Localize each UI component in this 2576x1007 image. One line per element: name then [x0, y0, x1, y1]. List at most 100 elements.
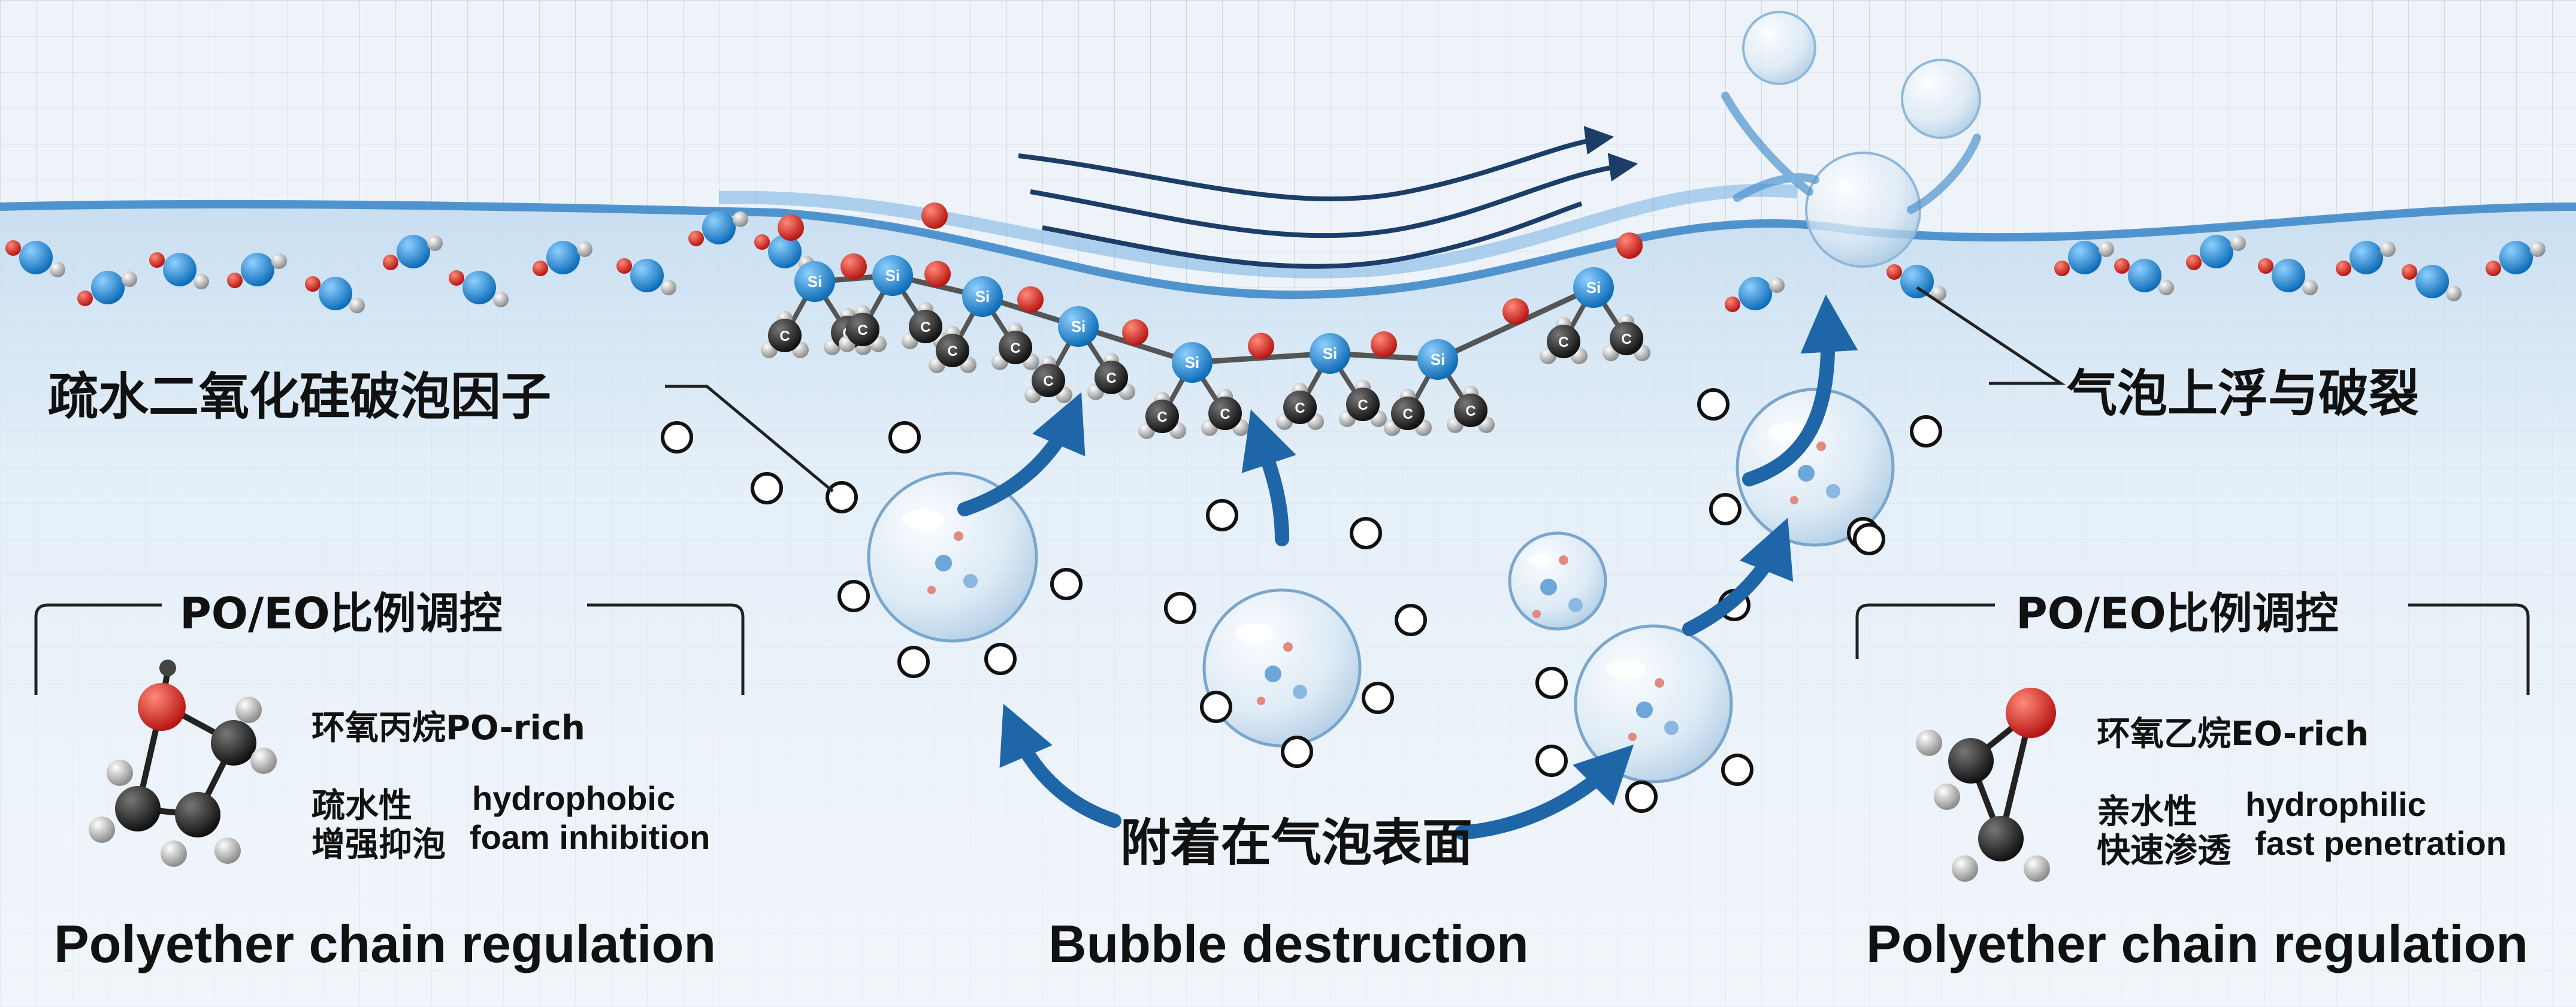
silicon-symbol: Si [1071, 317, 1086, 335]
arrow-attach-left [999, 703, 1121, 828]
hydrophobic-particle [1625, 781, 1658, 813]
oxygen-atom [1122, 319, 1148, 346]
left-property-1-cn: 疏水性 [312, 787, 412, 825]
hydrophobic-particle [1697, 388, 1730, 421]
water-molecule [149, 252, 209, 289]
right-molecule-name: 环氧乙烷EO-rich [2097, 715, 2369, 754]
hydrophobic-particle [1281, 736, 1313, 768]
carbon-symbol: C [1043, 373, 1053, 389]
silicon-atom [794, 261, 835, 302]
arrow-bubble4-up [1742, 294, 1858, 486]
water-molecule [2114, 258, 2174, 295]
hydrophobic-silica-defoamer-chain: CCSiCCSiCCSiCCSiCCSiCCSiCCSiCCSi [761, 202, 1650, 439]
hydrophobic-particle [751, 472, 783, 504]
silicon-symbol: Si [1431, 350, 1446, 368]
hydrophobic-particle [1535, 667, 1568, 699]
left-panel-footer: Polyether chain regulation [54, 914, 716, 973]
carbon-atom [1547, 325, 1580, 358]
hydrophobic-particle [984, 643, 1017, 675]
surface-flow-lines [1018, 126, 1638, 269]
carbon-symbol: C [1220, 406, 1230, 422]
bubble [1508, 531, 1607, 631]
left-property-1-en: hydrophobic [472, 779, 676, 817]
carbon-atom [1346, 388, 1380, 421]
carbon-symbol: C [857, 322, 867, 338]
left-property-2: 增强抑泡 foam inhibition [312, 818, 710, 866]
oxygen-atom [1502, 298, 1529, 325]
carbon-atom [1145, 400, 1179, 433]
oxygen-atom [840, 253, 867, 280]
process-arrows [957, 294, 1858, 840]
arrow-bubble1-up [957, 392, 1086, 516]
water-molecule [449, 270, 509, 307]
water-molecule [5, 240, 65, 277]
carbon-atom [1208, 397, 1242, 430]
silicon-atom [1310, 333, 1350, 374]
hydrophobic-particle [1709, 493, 1741, 525]
left-property-1: 疏水性 hydrophobic [312, 779, 675, 827]
silicon-symbol: Si [1323, 344, 1338, 362]
silicon-symbol: Si [1185, 353, 1200, 371]
carbon-atom [909, 310, 942, 343]
right-property-2-en: fast penetration [2255, 824, 2507, 862]
hydrophobic-particle [1200, 691, 1232, 723]
right-property-2-cn: 快速渗透 [2097, 831, 2231, 870]
hydrophobic-particle [837, 580, 870, 612]
carbon-symbol: C [1106, 370, 1116, 386]
oxygen-atom [778, 214, 804, 241]
arrow-bubble3-up [1682, 518, 1794, 636]
carbon-symbol: C [1357, 397, 1368, 413]
carbon-atom [1391, 397, 1425, 430]
hydrophobic-particle [1910, 415, 1942, 447]
water-molecule [2486, 241, 2545, 276]
left-property-2-en: foam inhibition [470, 818, 710, 856]
oxygen-atom [924, 261, 951, 288]
hydrophobic-particle [1206, 499, 1238, 531]
carbon-symbol: C [1558, 334, 1568, 350]
hydrophobic-particle [1050, 568, 1083, 600]
water-molecule [2336, 241, 2396, 276]
water-molecule [227, 253, 287, 288]
left-panel-title: PO/EO比例调控 [180, 588, 503, 639]
carbon-atom [1610, 322, 1643, 355]
carbon-atom [936, 334, 969, 367]
hydrophobic-particle [1362, 682, 1394, 714]
defoamer-factor-label: 疏水二氧化硅破泡因子 [48, 367, 552, 426]
right-panel-footer: Polyether chain regulation [1866, 914, 2529, 973]
carbon-atom [999, 331, 1032, 364]
left-property-2-cn: 增强抑泡 [312, 825, 446, 864]
hydrophobic-particle [888, 421, 921, 453]
water-molecule [2186, 235, 2246, 270]
oxygen-atom [921, 202, 948, 229]
bubble [1574, 624, 1733, 784]
water-molecule [305, 276, 365, 313]
oxygen-atom [1616, 232, 1643, 259]
oxygen-atom [1371, 331, 1397, 358]
hydrophobic-particle [1853, 523, 1885, 555]
carbon-atom [1032, 364, 1065, 397]
hydrophobic-particle [1350, 517, 1382, 549]
carbon-atom [1095, 361, 1128, 394]
attach-surface-label: 附着在气泡表面 [1120, 814, 1473, 872]
oxygen-atom [1017, 286, 1044, 313]
carbon-symbol: C [920, 319, 930, 335]
water-molecule [1886, 264, 1946, 301]
water-surface-highlight [718, 183, 1798, 279]
hydrophobic-particle [826, 481, 858, 513]
water-molecule [77, 271, 137, 306]
water-molecule [2258, 258, 2318, 295]
silicon-symbol: Si [885, 267, 900, 285]
silicon-atom [872, 255, 913, 296]
water-molecule [616, 258, 676, 295]
bubble-destruction-label: Bubble destruction [1048, 914, 1529, 973]
water-surface-line [0, 199, 2576, 300]
leader-lines [665, 286, 2066, 492]
bubble [867, 471, 1038, 643]
silicon-atom [1417, 339, 1458, 380]
bubble-rise-label: 气泡上浮与破裂 [2067, 364, 2420, 423]
hydrophobic-particle [1721, 754, 1753, 786]
hydrophobic-particle [897, 646, 930, 678]
carbon-symbol: C [947, 343, 957, 359]
splash-droplets [1721, 11, 1981, 268]
